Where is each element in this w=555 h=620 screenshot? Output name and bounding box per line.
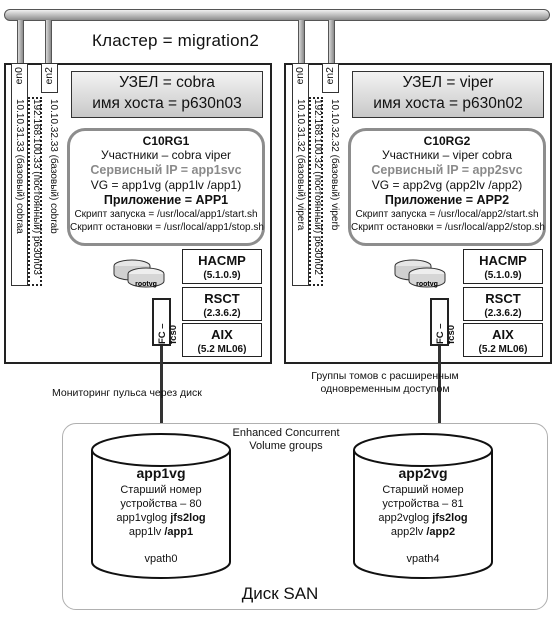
network-cable [45, 20, 52, 64]
fc-cable [438, 346, 441, 444]
rg-application: Приложение = APP2 [384, 193, 510, 207]
rg-members: Участники – cobra viper [100, 148, 232, 162]
vg-log: app2vglog jfs2log [378, 512, 468, 524]
persistent-address-box [309, 97, 323, 286]
ecvg-note-line1: Группы томов с расширенным [311, 370, 459, 382]
address-viperb: 10.10.32.32 (базовый) viperb [329, 99, 340, 231]
rg-service-ip: Сервисный IP = app1svc [90, 163, 242, 177]
volume-group-app2vg-disk [353, 433, 493, 579]
rsct-layer: RSCT (2.3.6.2) [463, 287, 543, 321]
rootvg-label: rootvg [135, 281, 157, 288]
network-cable [328, 20, 335, 64]
aix-layer: AIX (5.2 ML06) [182, 323, 262, 357]
rg-members: Участники – viper cobra [381, 148, 513, 162]
rg-start-script: Скрипт запуска = /usr/local/app1/start.s… [74, 209, 258, 220]
vg-major-line2: устройства – 81 [382, 498, 464, 510]
san-title-line2: Volume groups [249, 440, 323, 452]
persistent-address-box [28, 97, 42, 286]
volume-group-app2vg: app2vg Старший номер устройства – 81 app… [352, 466, 494, 566]
rg-volume-group: VG = app2vg (app2lv /app2) [371, 178, 523, 192]
nic-en0: en0 [11, 63, 28, 286]
rg-volume-group: VG = app1vg (app1lv /app1) [90, 178, 242, 192]
node-name: УЗЕЛ = cobra [119, 74, 215, 91]
rootvg-disk-icon: rootvg [113, 259, 165, 288]
vg-data-lv: app2lv /app2 [390, 526, 456, 538]
san-title-line1: Enhanced Concurrent [232, 427, 340, 439]
resource-group-c10rg1: C10RG1 Участники – cobra viper Сервисный… [67, 128, 265, 246]
vg-major-line2: устройства – 80 [120, 498, 202, 510]
rsct-layer: RSCT (2.3.6.2) [182, 287, 262, 321]
vg-major-line1: Старший номер [120, 484, 202, 496]
network-cable [298, 20, 305, 64]
vg-name: app2vg [398, 465, 448, 481]
fc-cable [160, 346, 163, 444]
fc-adapter: FC – fcs0 [152, 298, 179, 346]
vg-data-lv: app1lv /app1 [128, 526, 194, 538]
ecvg-note-line2: одновременным доступом [320, 383, 450, 395]
rg-title: C10RG2 [423, 134, 471, 148]
hacmp-layer: HACMP (5.1.0.9) [182, 249, 262, 284]
address-cobraa: 10.10.31.33 (базовый) cobraa [14, 99, 25, 234]
rootvg-label: rootvg [416, 281, 438, 288]
address-p630n02: 192.168.100.32 (постоянный) p630n02 [312, 99, 323, 275]
node-host-box: УЗЕЛ = cobra имя хоста = p630n03 [71, 71, 263, 118]
vpath-label: vpath4 [406, 553, 440, 565]
san-label: Диск SAN [241, 584, 319, 603]
rg-start-script: Скрипт запуска = /usr/local/app2/start.s… [355, 209, 539, 220]
heartbeat-note: Мониторинг пульса через диск [52, 387, 202, 399]
fc-adapter: FC – fcs0 [430, 298, 457, 346]
rg-service-ip: Сервисный IP = app2svc [371, 163, 523, 177]
nic-en2: en2 [41, 63, 58, 93]
address-p630n03: 192.168.100.33 (постоянный) p630n03 [31, 99, 42, 275]
host-name: имя хоста = p630n02 [373, 95, 523, 112]
host-name: имя хоста = p630n03 [92, 95, 242, 112]
address-vipera: 10.10.31.32 (базовый) vipera [295, 99, 306, 231]
rg-application: Приложение = APP1 [103, 193, 229, 207]
node-host-box: УЗЕЛ = viper имя хоста = p630n02 [352, 71, 544, 118]
address-cobrab: 10.10.32.33 (базовый) cobrab [48, 99, 59, 234]
nic-en2: en2 [322, 63, 339, 93]
nic-en0: en0 [292, 63, 309, 286]
vg-name: app1vg [136, 465, 186, 481]
volume-group-app1vg-disk [91, 433, 231, 579]
aix-layer: AIX (5.2 ML06) [463, 323, 543, 357]
resource-group-c10rg2: C10RG2 Участники – viper cobra Сервисный… [348, 128, 546, 246]
rg-stop-script: Скрипт остановки = /usr/local/app1/stop.… [70, 222, 264, 233]
hacmp-layer: HACMP (5.1.0.9) [463, 249, 543, 284]
vg-log: app1vglog jfs2log [116, 512, 206, 524]
network-bus [4, 9, 550, 21]
volume-group-app1vg: app1vg Старший номер устройства – 80 app… [90, 466, 232, 566]
cluster-title: Кластер = migration2 [92, 31, 260, 50]
rg-title: C10RG1 [142, 134, 190, 148]
node-name: УЗЕЛ = viper [402, 74, 494, 91]
vg-major-line1: Старший номер [382, 484, 464, 496]
vpath-label: vpath0 [144, 553, 178, 565]
rg-stop-script: Скрипт остановки = /usr/local/app2/stop.… [351, 222, 545, 233]
rootvg-disk-icon: rootvg [394, 259, 446, 288]
network-cable [17, 20, 24, 64]
